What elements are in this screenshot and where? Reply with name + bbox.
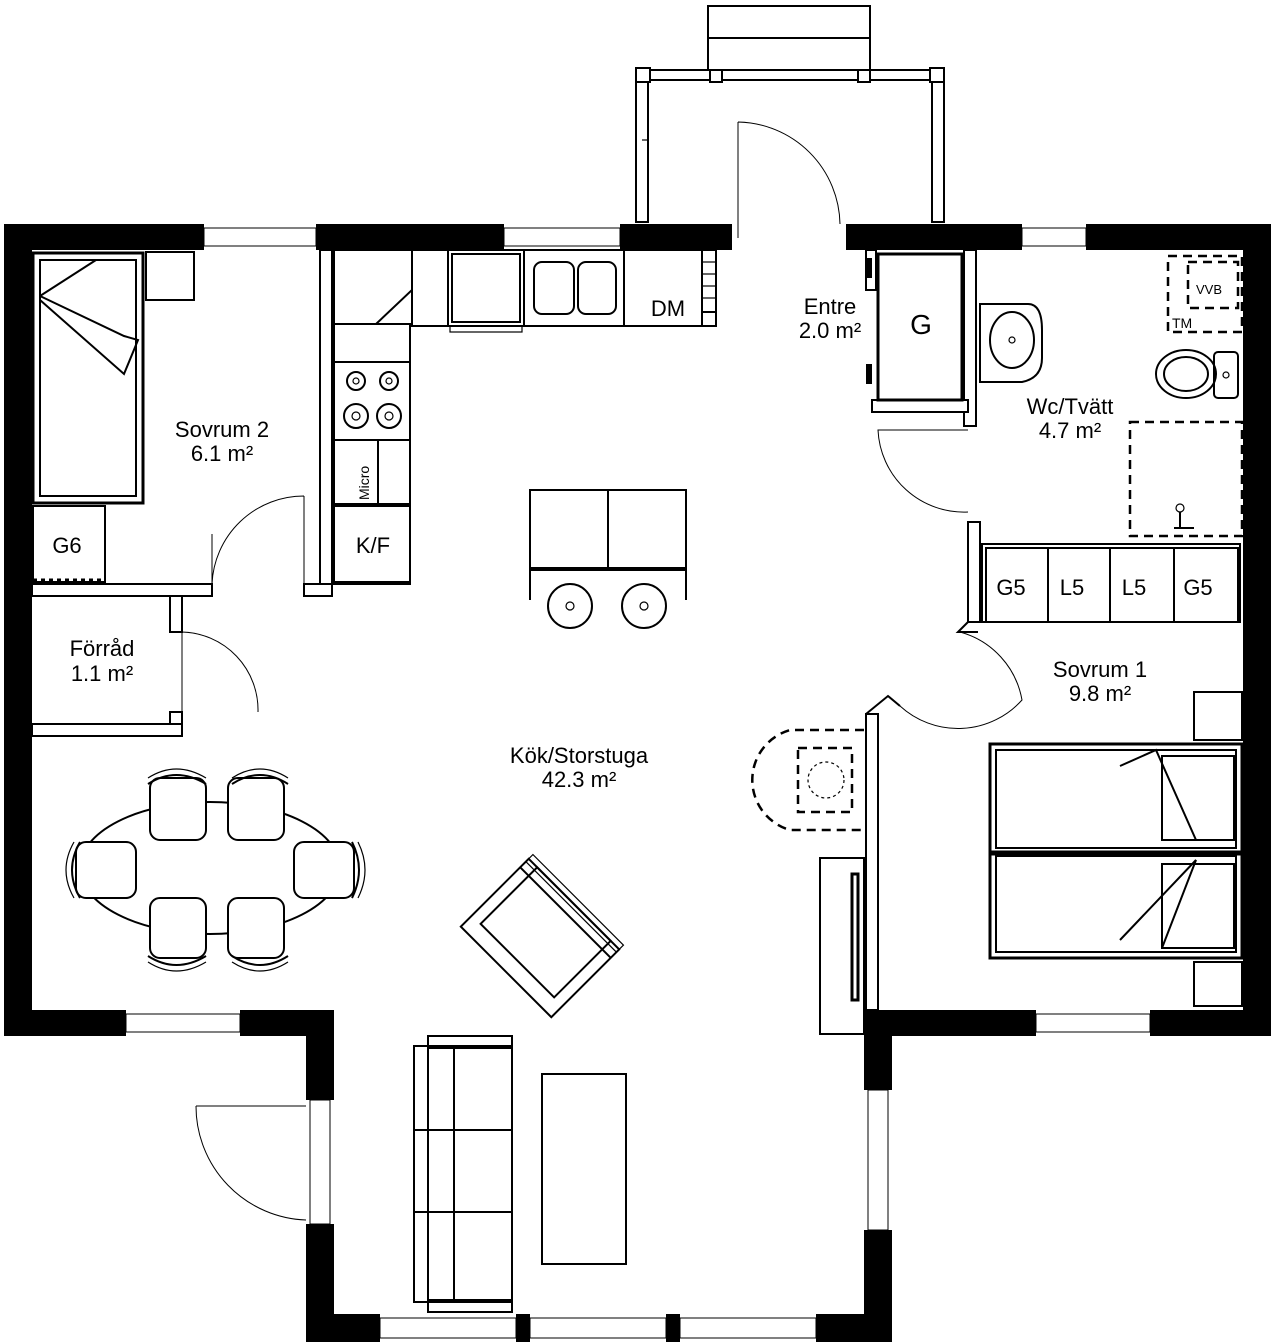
tm-label: TM: [1172, 315, 1192, 331]
fridge-kf: K/F: [333, 505, 411, 583]
sovrum1-area: 9.8 m²: [1069, 681, 1131, 706]
room-label-kok: Kök/Storstuga 42.3 m²: [510, 743, 649, 792]
entre-area: 2.0 m²: [799, 318, 861, 343]
kf-label: K/F: [356, 533, 390, 558]
double-bed-sovrum1: [988, 691, 1244, 1007]
kitchen-island-cart: [529, 489, 687, 629]
sovrum1-name: Sovrum 1: [1053, 657, 1147, 682]
armchair: [459, 853, 625, 1019]
wc-area: 4.7 m²: [1039, 418, 1101, 443]
wc-fixtures: VVB TM: [979, 254, 1244, 538]
dm-label: DM: [651, 296, 685, 321]
sofa: [413, 1035, 513, 1313]
stove: [343, 371, 402, 429]
interior-walls: [31, 249, 981, 1011]
sovrum2-name: Sovrum 2: [175, 417, 269, 442]
forrad-name: Förråd: [70, 636, 135, 661]
exterior-walls: [4, 224, 1271, 1342]
room-label-sovrum1: Sovrum 1 9.8 m²: [1053, 657, 1147, 706]
wardrobe-g-entre: G: [866, 252, 964, 402]
single-bed-sovrum2: [31, 251, 195, 505]
room-label-forrad: Förråd 1.1 m²: [70, 636, 135, 686]
vvb-label: VVB: [1196, 282, 1222, 297]
kok-area: 42.3 m²: [542, 767, 617, 792]
wardrobes-sovrum1: G5 L5 L5 G5: [981, 543, 1241, 623]
wardrobe-g6: G6: [32, 505, 106, 583]
g5-right-label: G5: [1183, 575, 1212, 600]
g6-label: G6: [52, 533, 81, 558]
coffee-table: [541, 1073, 627, 1265]
microwave: Micro: [356, 466, 372, 500]
sovrum2-area: 6.1 m²: [191, 441, 253, 466]
fireplace: [751, 728, 864, 832]
room-label-sovrum2: Sovrum 2 6.1 m²: [175, 417, 269, 466]
kok-name: Kök/Storstuga: [510, 743, 649, 768]
dishwasher-dm: DM: [623, 249, 717, 327]
room-label-wc: Wc/Tvätt 4.7 m²: [1027, 394, 1114, 443]
l5-right-label: L5: [1122, 575, 1146, 600]
room-label-entre: Entre 2.0 m²: [799, 294, 861, 343]
g-entre-label: G: [910, 309, 932, 340]
forrad-area: 1.1 m²: [71, 661, 133, 686]
l5-left-label: L5: [1060, 575, 1084, 600]
dining-table: [65, 768, 366, 972]
entre-name: Entre: [804, 294, 857, 319]
wc-name: Wc/Tvätt: [1027, 394, 1114, 419]
micro-label: Micro: [356, 466, 372, 500]
g5-left-label: G5: [996, 575, 1025, 600]
tv-sideboard: [819, 857, 865, 1035]
entrance-porch: [635, 5, 945, 223]
doors: [181, 121, 1023, 1221]
